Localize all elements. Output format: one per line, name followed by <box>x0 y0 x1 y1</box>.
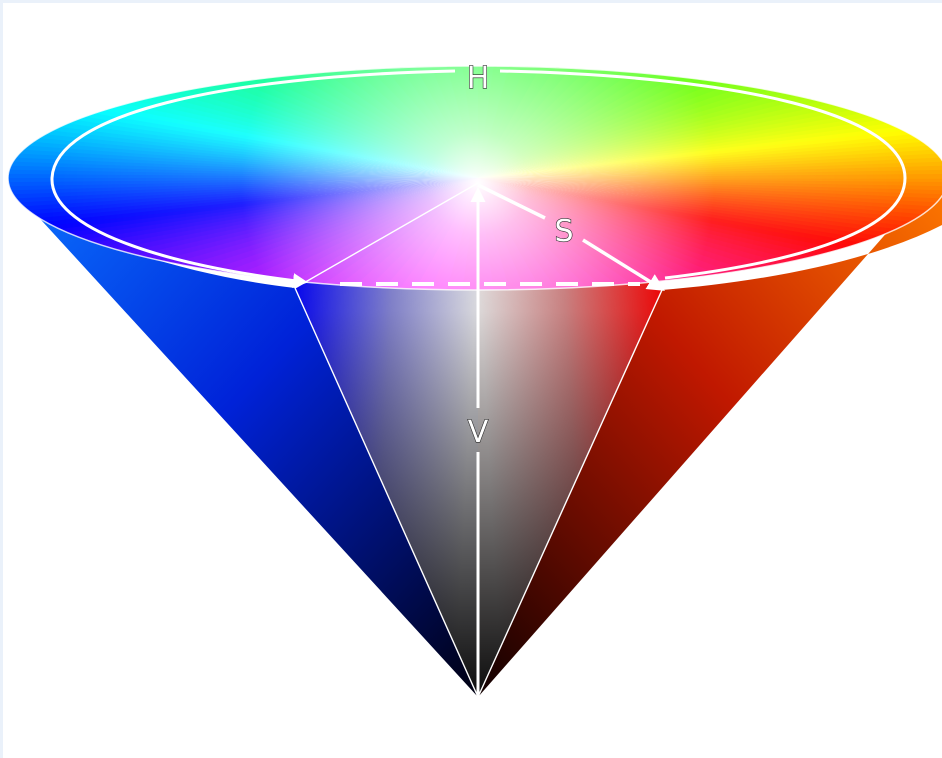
cone-left-face <box>10 186 478 697</box>
saturation-label: S <box>554 214 573 249</box>
value-label: V <box>468 415 489 450</box>
cut-edge-left-down <box>294 287 479 698</box>
hue-arrow-right <box>499 69 907 280</box>
cut-edge-left <box>294 182 479 289</box>
cut-face-shade <box>295 183 662 697</box>
cone-right-face <box>478 170 942 697</box>
cut-edge-right-down <box>477 289 663 698</box>
hue-wheel-white-center <box>8 66 942 290</box>
saturation-arrow-b <box>582 238 665 291</box>
hue-label: H <box>467 61 490 96</box>
hue-arrow <box>50 69 456 289</box>
saturation-arrow-a <box>477 183 546 220</box>
